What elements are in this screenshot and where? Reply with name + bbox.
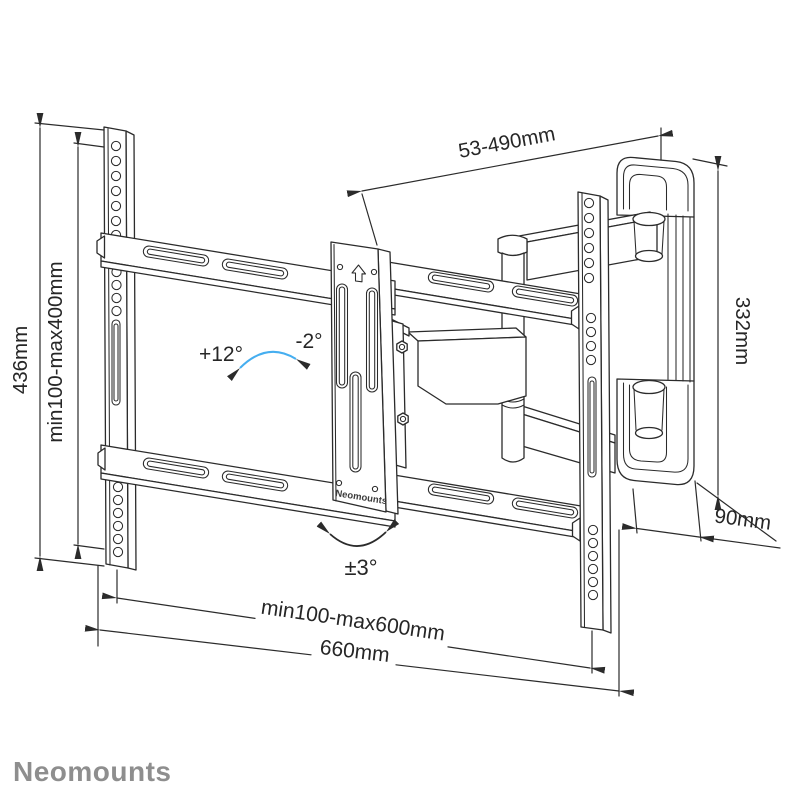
- dim-min100-max600-label: min100-max600mm: [259, 596, 446, 646]
- dim-53-490-label: 53-490mm: [457, 122, 558, 163]
- tilt-up-label: +12°: [199, 343, 243, 366]
- dim-332-label: 332mm: [731, 297, 754, 365]
- swivel-arc-icon: [316, 519, 400, 547]
- right-tv-bracket: [577, 191, 612, 634]
- dimension-right: 332mm: [692, 156, 777, 542]
- wall-plate-top-hinge: [632, 211, 666, 263]
- dim-90-label: 90mm: [713, 504, 773, 534]
- vesa-adapter-plate: Neomounts: [330, 241, 399, 515]
- neomounts-logo: Neomounts: [13, 756, 172, 787]
- bracket-hook-tabs: [96, 235, 581, 542]
- wall-plate-bottom-hinge: [632, 379, 666, 440]
- swivel-angle-annotation: ±3°: [316, 519, 400, 580]
- tilt-arc-icon: [226, 350, 311, 382]
- dim-min100-max400-label: min100-max400mm: [44, 261, 67, 442]
- dimension-wall-depth: 90mm: [621, 480, 781, 549]
- tilt-down-label: -2°: [295, 330, 322, 353]
- hinge-bolts: [396, 340, 409, 426]
- right-bracket-holes: [583, 197, 599, 601]
- lower-rail: [100, 444, 582, 539]
- swivel-arm-middle: [407, 327, 527, 405]
- dim-436-label: 436mm: [9, 326, 32, 394]
- wall-plate: [616, 156, 695, 486]
- right-bracket-slot: [587, 376, 597, 478]
- left-tv-bracket: [103, 126, 137, 571]
- dimension-left-outer: 436mm: [9, 113, 105, 571]
- left-bracket-slot: [111, 319, 121, 406]
- dimension-left-inner: min100-max400mm: [44, 132, 105, 559]
- swivel-angle-label: ±3°: [344, 555, 377, 580]
- upper-rail: [100, 232, 582, 327]
- up-arrow-icon: [351, 264, 367, 283]
- tilt-angle-annotation: +12° -2°: [199, 330, 323, 382]
- dim-660-label: 660mm: [319, 636, 391, 667]
